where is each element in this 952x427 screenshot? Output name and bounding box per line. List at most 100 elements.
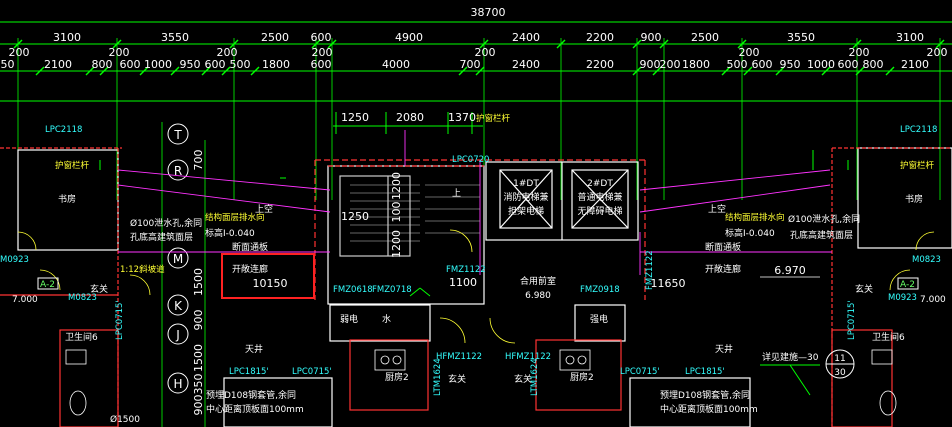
dim-label: 600 xyxy=(838,58,859,71)
dim-label: 1370 xyxy=(448,111,476,124)
dim-label: 2100 xyxy=(44,58,72,71)
stair-vertical-dim: 1200 xyxy=(390,230,403,258)
door-label: M0923 xyxy=(888,293,917,303)
dim-label: 200 xyxy=(739,46,760,59)
room-name: 玄关 xyxy=(90,283,108,295)
room-name: 天井 xyxy=(245,343,263,355)
axis-label: K xyxy=(174,299,183,313)
axis-label: T xyxy=(173,128,182,142)
pipe-note: 预埋D108钢套管,余同 xyxy=(206,389,296,401)
axis-label: H xyxy=(173,377,182,391)
length-label: 11650 xyxy=(651,277,686,290)
slope-ramp: 1:12斜坡道 xyxy=(120,264,165,275)
dim-label: 1250 xyxy=(341,111,369,124)
guard-rail-label: 护窗栏杆 xyxy=(900,160,935,171)
elevator-label: 担架电梯 xyxy=(508,205,544,217)
dim-label: 600 xyxy=(205,58,226,71)
open-corridor-label: 开敞连廊 xyxy=(232,263,268,275)
window-label: LPC2118 xyxy=(900,125,937,135)
slope-note: 结构面层排水向 xyxy=(725,212,785,223)
left-vertical-dims: 700 1500 900 1500 900 350 xyxy=(192,140,206,427)
dim-label: 3550 xyxy=(787,31,815,44)
dim-label: 350 xyxy=(192,374,205,395)
dim-label: 200 xyxy=(109,46,130,59)
dim-label: 900 xyxy=(192,310,205,331)
dim-label: 1000 xyxy=(144,58,172,71)
stair-dimensions: 1250 2080 1370 护窗栏杆 xyxy=(333,111,511,134)
room-labels: LPC2118 LPC2118 护窗栏杆 护窗栏杆 书房 书房 M0923 M0… xyxy=(0,125,946,425)
dim-label: 800 xyxy=(92,58,113,71)
dimension-ticks xyxy=(13,39,945,76)
dim-label: 3100 xyxy=(896,31,924,44)
grid-axis-bubbles: T R M K J H xyxy=(167,123,189,394)
detail-sheet: 30 xyxy=(834,368,846,378)
fire-door-label: FMZ0918 xyxy=(580,285,620,295)
fire-door-label: FMZ1122 xyxy=(446,265,486,275)
room-name: 厨房2 xyxy=(570,371,594,383)
dim-label: 2200 xyxy=(586,58,614,71)
stair-vertical-dim: 100 xyxy=(390,202,403,223)
window-label: LPC0720 xyxy=(452,155,489,165)
dim-label: 2500 xyxy=(261,31,289,44)
dimension-extension-lines xyxy=(17,38,941,200)
void-label: 上空 xyxy=(255,203,273,215)
dim-label: 500 xyxy=(230,58,251,71)
leader-lines xyxy=(117,130,832,275)
axis-ref: A-2 xyxy=(900,280,915,290)
stair-guard-rail: 护窗栏杆 xyxy=(476,113,511,124)
dim-label: Ø1500 xyxy=(110,414,140,425)
green-markers xyxy=(99,150,849,396)
overall-dimension: 38700 xyxy=(471,6,506,19)
door-label: LTM1624 xyxy=(433,358,443,396)
room-name: 合用前室 xyxy=(520,275,556,287)
fixtures xyxy=(65,349,897,416)
dim-label: 1500 xyxy=(192,268,205,296)
door-label: M0923 xyxy=(0,255,29,265)
dim-label: 200 xyxy=(312,46,333,59)
detail-callout: 11 30 xyxy=(825,349,855,379)
door-label: M0823 xyxy=(68,293,97,303)
dim-label: 1800 xyxy=(682,58,710,71)
room-name: 天井 xyxy=(715,343,733,355)
elevation-label: 6.980 xyxy=(525,291,551,301)
elevation-label: 7.000 xyxy=(920,295,946,305)
elevator-label: 消防电梯兼 xyxy=(503,191,548,203)
room-name: 玄关 xyxy=(514,373,532,385)
pipe-note: 中心距离顶板面100mm xyxy=(206,403,304,415)
elevation-label: 6.970 xyxy=(774,264,806,277)
dim-label: 2500 xyxy=(691,31,719,44)
detail-number: 11 xyxy=(834,354,845,364)
guard-rail-label: 护窗栏杆 xyxy=(55,160,90,171)
slope-note: 结构面层排水向 xyxy=(205,212,265,223)
fire-door-label: HFMZ1122 xyxy=(436,352,482,362)
stair-dim-small: 1250 xyxy=(341,210,369,223)
dimension-row-2: 750 2100 800 600 1000 950 600 500 1800 6… xyxy=(0,58,929,71)
dim-label: 950 xyxy=(180,58,201,71)
dim-label: 600 xyxy=(311,58,332,71)
room-name: 厨房2 xyxy=(385,371,409,383)
dim-label: 4900 xyxy=(395,31,423,44)
dim-label: 700 xyxy=(192,150,205,171)
elevator-label: 普通电梯兼 xyxy=(577,191,622,203)
fracture-note: 断面通板 xyxy=(232,241,268,253)
dim-label: 1100 xyxy=(449,276,477,289)
level-note: 标高I-0.040 xyxy=(725,227,775,239)
dimension-chain xyxy=(0,21,952,102)
elevator-label: 1#DT xyxy=(513,179,539,189)
dim-label: 1800 xyxy=(262,58,290,71)
elevation-label: 7.000 xyxy=(12,295,38,305)
stair-treads xyxy=(350,184,480,242)
axis-label: J xyxy=(175,328,180,342)
room-name: 书房 xyxy=(905,193,923,205)
window-label: LPC2118 xyxy=(45,125,82,135)
fracture-note: 断面通板 xyxy=(705,241,741,253)
dim-label: 2100 xyxy=(901,58,929,71)
stair-vertical-dim: 1200 xyxy=(390,172,403,200)
dim-label: 2200 xyxy=(586,31,614,44)
fire-door-label: HFMZ1122 xyxy=(505,352,551,362)
door-swings xyxy=(17,229,935,344)
window-label: LPC1815' xyxy=(685,367,725,377)
dim-label: 200 xyxy=(849,46,870,59)
dim-label: 200 xyxy=(660,58,681,71)
room-name: 卫生间6 xyxy=(872,331,905,343)
